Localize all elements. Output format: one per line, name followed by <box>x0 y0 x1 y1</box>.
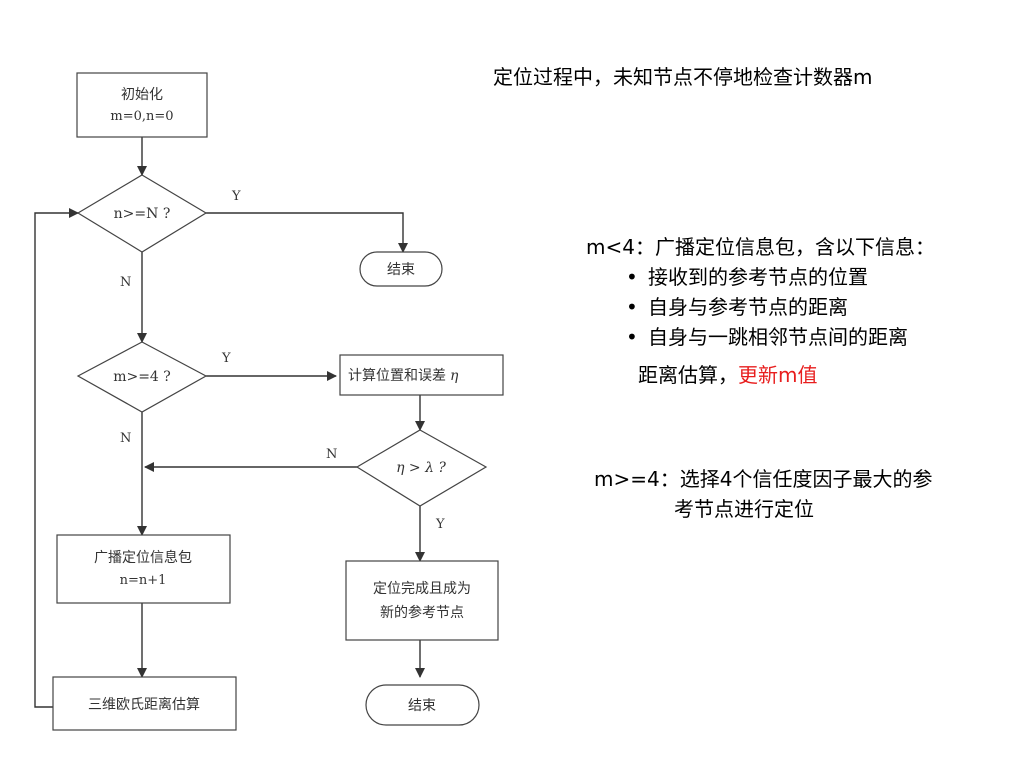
broadcast-counter: n=n+1 <box>120 573 167 588</box>
label-yes-m: Y <box>221 351 231 366</box>
m-lt4-heading: m<4：广播定位信息包，含以下信息： <box>586 235 935 259</box>
arrow-yes-to-end <box>206 212 408 253</box>
flowchart: 初始化 m=0,n=0 n>=N ? Y N 结束 m>=4 ? Y N 计算位… <box>34 72 504 731</box>
init-vars: m=0,n=0 <box>110 109 173 124</box>
decision-eta-node: η > λ ? <box>355 429 488 507</box>
end-top-text: 结束 <box>387 262 415 278</box>
m-ge4-line-2: 考节点进行定位 <box>674 497 814 521</box>
list-item: • 自身与一跳相邻节点间的距离 <box>626 322 935 352</box>
list-item: • 接收到的参考节点的位置 <box>626 262 935 292</box>
init-title: 初始化 <box>121 86 163 103</box>
label-yes-eta: Y <box>435 517 445 532</box>
m-ge4-line-1: m>=4：选择4个信任度因子最大的参 <box>594 467 933 491</box>
top-caption: 定位过程中，未知节点不停地检查计数器m <box>493 65 873 89</box>
label-no-eta: N <box>326 447 337 462</box>
estimate-text: 三维欧氏距离估算 <box>88 696 200 713</box>
decision-n-text: n>=N ? <box>114 206 171 222</box>
update-m-highlight: 更新m值 <box>738 363 818 387</box>
label-yes-n: Y <box>231 189 241 204</box>
list-item-text: 自身与一跳相邻节点间的距离 <box>648 325 908 349</box>
label-no-m: N <box>120 431 131 446</box>
estimate-node: 三维欧氏距离估算 <box>52 676 237 731</box>
distance-estimate-line: 距离估算，更新m值 <box>586 360 935 390</box>
done-node: 定位完成且成为 新的参考节点 <box>345 560 499 641</box>
end-top-node: 结束 <box>359 251 443 287</box>
broadcast-node: 广播定位信息包 n=n+1 <box>56 534 231 604</box>
arrow-loop-back <box>34 208 79 708</box>
label-no-n: N <box>120 275 131 290</box>
done-line-1: 定位完成且成为 <box>373 581 471 597</box>
connectors <box>34 137 425 708</box>
list-item: • 自身与参考节点的距离 <box>626 292 935 322</box>
m-greater-equal-4-section: m>=4：选择4个信任度因子最大的参 考节点进行定位 <box>594 464 932 524</box>
m-less-than-4-section: m<4：广播定位信息包，含以下信息： • 接收到的参考节点的位置 • 自身与参考节点… <box>586 232 935 390</box>
end-bottom-text: 结束 <box>408 698 436 714</box>
bullet-icon: • <box>626 265 638 289</box>
decision-m-text: m>=4 ? <box>113 369 171 385</box>
decision-eta-text: η > λ ? <box>396 460 446 476</box>
list-item-text: 自身与参考节点的距离 <box>648 295 848 319</box>
m-lt4-info-list: • 接收到的参考节点的位置 • 自身与参考节点的距离 • 自身与一跳相邻节点间的距离 <box>586 262 935 352</box>
estimate-prefix: 距离估算， <box>638 363 738 387</box>
done-line-2: 新的参考节点 <box>380 604 464 621</box>
bullet-icon: • <box>626 325 638 349</box>
decision-n-node: n>=N ? <box>76 174 208 253</box>
broadcast-title: 广播定位信息包 <box>94 549 192 566</box>
end-bottom-node: 结束 <box>365 684 480 726</box>
bullet-icon: • <box>626 295 638 319</box>
list-item-text: 接收到的参考节点的位置 <box>648 265 868 289</box>
decision-m-node: m>=4 ? <box>76 341 208 413</box>
init-node: 初始化 m=0,n=0 <box>76 72 208 138</box>
